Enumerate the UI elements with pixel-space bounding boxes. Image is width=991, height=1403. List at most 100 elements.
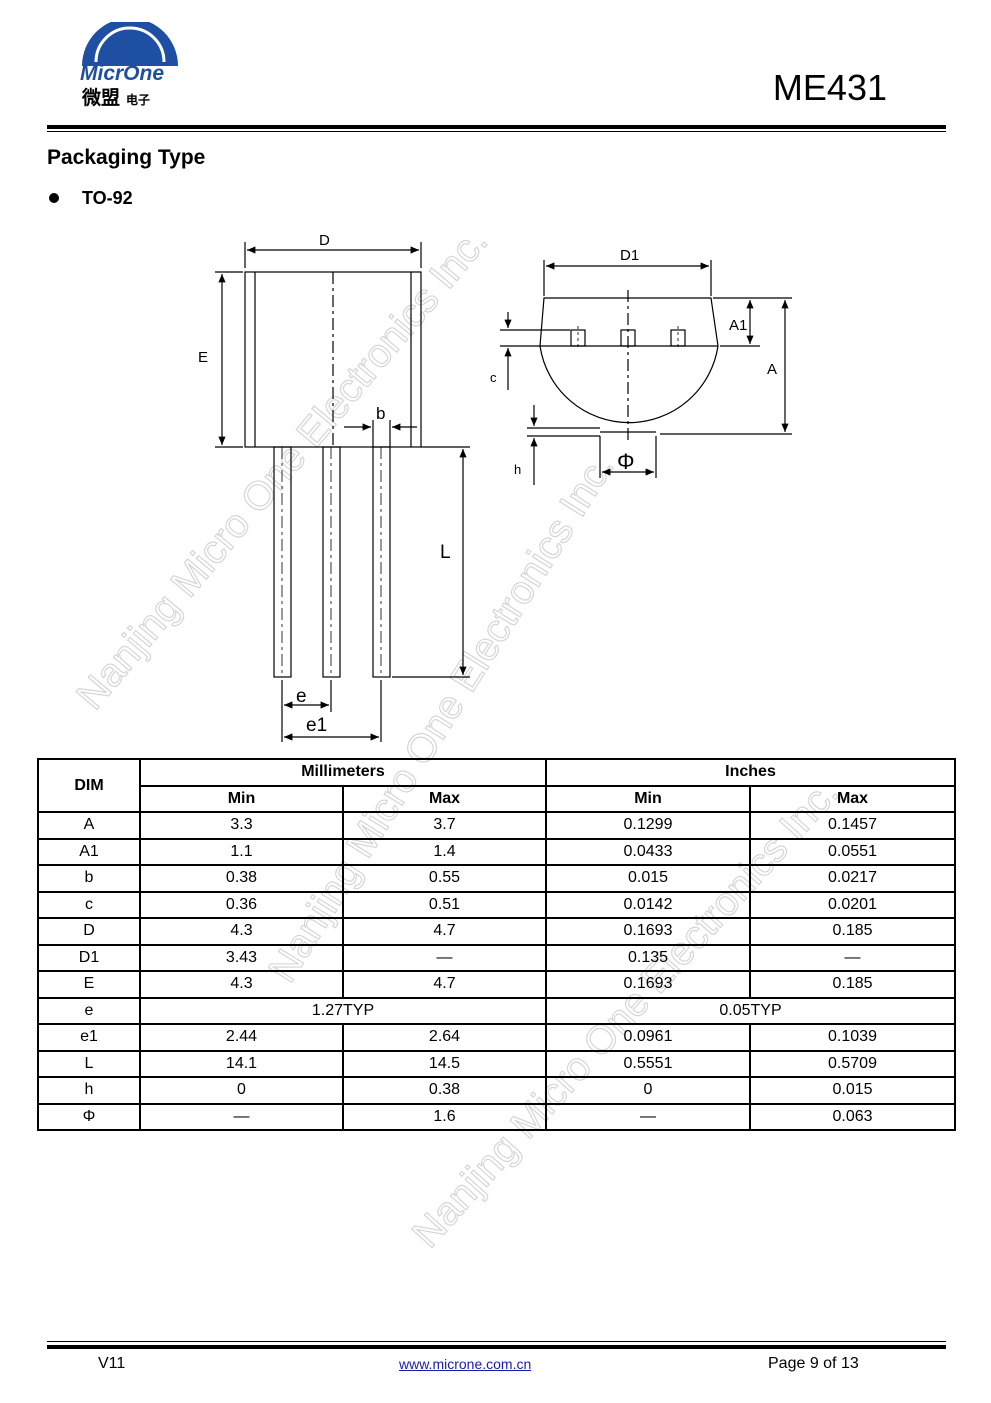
cell-in-max: 0.0551 xyxy=(749,837,956,866)
cell-dim: b xyxy=(37,864,141,893)
cell-mm-min: 0 xyxy=(139,1076,344,1105)
label-e: e xyxy=(296,686,307,707)
cell-dim: D xyxy=(37,917,141,946)
cell-in-min: 0.0142 xyxy=(545,890,751,919)
col-in-max-header: Max xyxy=(749,784,956,813)
dimension-table: DIM Millimeters Inches Min Max Min Max A… xyxy=(37,758,956,1131)
col-inch-header: Inches xyxy=(545,758,956,787)
lead-3 xyxy=(372,446,391,678)
cell-mm-max: 2.64 xyxy=(342,1023,547,1052)
footer-rule-thin xyxy=(47,1341,946,1342)
table-header-row-2: Min Max Min Max xyxy=(38,784,956,813)
label-D: D xyxy=(319,232,330,249)
cell-in-min: 0 xyxy=(545,1076,751,1105)
cell-in-min: 0.0961 xyxy=(545,1023,751,1052)
label-L: L xyxy=(440,542,451,563)
table-row: Φ — 1.6 — 0.063 xyxy=(37,1102,956,1131)
cell-in-min: 0.015 xyxy=(545,864,751,893)
col-in-min-header: Min xyxy=(545,784,751,813)
footer-rule xyxy=(47,1345,946,1349)
cell-mm-min: 4.3 xyxy=(139,917,344,946)
cell-in-max: 0.0217 xyxy=(749,864,956,893)
cell-dim: h xyxy=(37,1076,141,1105)
cell-dim: E xyxy=(37,970,141,999)
cell-mm-max: 3.7 xyxy=(342,811,547,840)
cell-mm-min: 14.1 xyxy=(139,1049,344,1078)
cell-mm-max: 0.38 xyxy=(342,1076,547,1105)
table-row: h 0 0.38 0 0.015 xyxy=(37,1076,956,1105)
cell-mm-min: 0.38 xyxy=(139,864,344,893)
cell-in-max: 0.185 xyxy=(749,917,956,946)
col-dim-header: DIM xyxy=(37,758,141,813)
cell-dim: Φ xyxy=(37,1102,141,1131)
cell-mm-min: 4.3 xyxy=(139,970,344,999)
cell-in-max: 0.5709 xyxy=(749,1049,956,1078)
cell-in-max: 0.1457 xyxy=(749,811,956,840)
lead-1 xyxy=(273,446,292,678)
cell-mm-min: 3.3 xyxy=(139,811,344,840)
footer-version: V11 xyxy=(98,1355,126,1372)
cell-in-min: 0.5551 xyxy=(545,1049,751,1078)
table-row: D 4.3 4.7 0.1693 0.185 xyxy=(37,917,956,946)
label-h: h xyxy=(514,462,521,477)
part-number: ME431 xyxy=(772,67,887,108)
lead-2 xyxy=(322,446,341,678)
col-mm-header: Millimeters xyxy=(139,758,547,787)
label-A: A xyxy=(767,361,777,378)
cell-in-max: 0.185 xyxy=(749,970,956,999)
label-e1: e1 xyxy=(306,715,327,736)
table-row: A 3.3 3.7 0.1299 0.1457 xyxy=(37,811,956,840)
cell-mm-max: 1.6 xyxy=(342,1102,547,1131)
cell-dim: e1 xyxy=(37,1023,141,1052)
cell-in-min: 0.1299 xyxy=(545,811,751,840)
table-header-row-1: DIM Millimeters Inches xyxy=(37,758,956,813)
cell-dim: A1 xyxy=(37,837,141,866)
col-mm-min-header: Min xyxy=(139,784,344,813)
footer-website-link[interactable]: www.microne.com.cn xyxy=(399,1356,532,1372)
logo-cn-small: 电子 xyxy=(126,92,150,107)
cell-in-max: 0.1039 xyxy=(749,1023,956,1052)
cell-mm-max: 4.7 xyxy=(342,917,547,946)
cell-dim: A xyxy=(37,811,141,840)
footer-page-number: Page 9 of 13 xyxy=(768,1355,859,1372)
table-row: E 4.3 4.7 0.1693 0.185 xyxy=(37,970,956,999)
table-row: L 14.1 14.5 0.5551 0.5709 xyxy=(37,1049,956,1078)
section-title: Packaging Type xyxy=(47,146,206,169)
cell-mm-max: 1.4 xyxy=(342,837,547,866)
header-rule-thin xyxy=(47,131,946,132)
to92-package-drawing: D E b L e e1 D1 A1 A c h Φ xyxy=(198,232,792,742)
table-row: e1 2.44 2.64 0.0961 0.1039 xyxy=(37,1023,956,1052)
table-row: b 0.38 0.55 0.015 0.0217 xyxy=(37,864,956,893)
cell-mm-max: 0.51 xyxy=(342,890,547,919)
header-rule xyxy=(47,125,946,129)
cell-dim: D1 xyxy=(37,943,141,972)
cell-dim: c xyxy=(37,890,141,919)
package-label: TO-92 xyxy=(82,188,133,208)
cell-mm-min: 2.44 xyxy=(139,1023,344,1052)
cell-mm-max: 4.7 xyxy=(342,970,547,999)
label-E: E xyxy=(198,349,208,366)
cell-dim: L xyxy=(37,1049,141,1078)
cell-mm-max: 0.55 xyxy=(342,864,547,893)
cell-mm-max: — xyxy=(342,943,547,972)
cell-in-max: 0.0201 xyxy=(749,890,956,919)
cell-in-min: 0.1693 xyxy=(545,917,751,946)
cell-in-max: 0.063 xyxy=(749,1102,956,1131)
label-D1: D1 xyxy=(620,247,639,264)
table-row: A1 1.1 1.4 0.0433 0.0551 xyxy=(37,837,956,866)
microne-logo: MicrOne 微盟 电子 xyxy=(80,22,178,109)
cell-in-min: 0.135 xyxy=(545,943,751,972)
cell-in-min: 0.1693 xyxy=(545,970,751,999)
cell-in-typ: 0.05TYP xyxy=(545,996,956,1025)
label-c: c xyxy=(490,370,497,385)
cell-mm-min: 0.36 xyxy=(139,890,344,919)
cell-in-max: — xyxy=(749,943,956,972)
cell-mm-min: 1.1 xyxy=(139,837,344,866)
cell-dim: e xyxy=(37,996,141,1025)
table-row: D1 3.43 — 0.135 — xyxy=(37,943,956,972)
logo-cn: 微盟 xyxy=(81,86,120,109)
package-body-side xyxy=(539,297,719,424)
cell-in-min: — xyxy=(545,1102,751,1131)
cell-mm-typ: 1.27TYP xyxy=(139,996,547,1025)
label-phi: Φ xyxy=(617,449,635,474)
